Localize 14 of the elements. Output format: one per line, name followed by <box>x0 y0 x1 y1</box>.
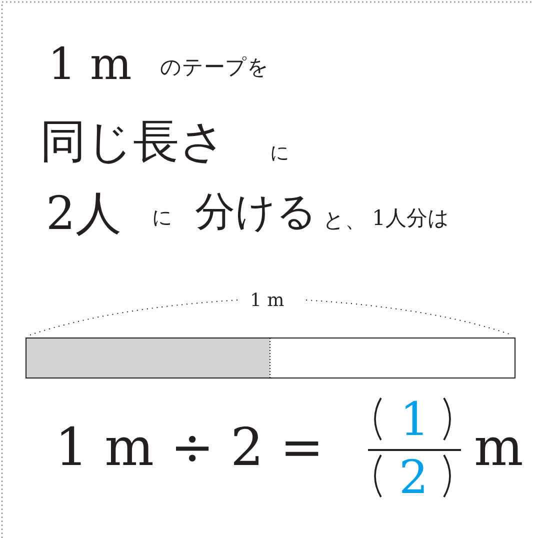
dimension-label: 1 m <box>250 292 284 310</box>
equation-text: 1 m ÷ 2 = <box>55 422 324 474</box>
quantity-text: 2人 <box>46 190 122 236</box>
sentence-text: のテープを <box>160 57 269 78</box>
particle-text: に <box>152 207 172 227</box>
sentence-text: 1人分は <box>372 208 450 229</box>
quantity-text: 1 m <box>48 43 132 87</box>
answer-numerator: 1 <box>400 396 430 442</box>
answer-denominator: 2 <box>399 454 428 500</box>
particle-text: と、 <box>323 210 366 231</box>
unit-text: m <box>474 422 524 474</box>
particle-text: に <box>270 144 289 163</box>
sentence-text: 同じ長さ <box>40 118 226 164</box>
sentence-text: 分ける <box>195 192 317 232</box>
